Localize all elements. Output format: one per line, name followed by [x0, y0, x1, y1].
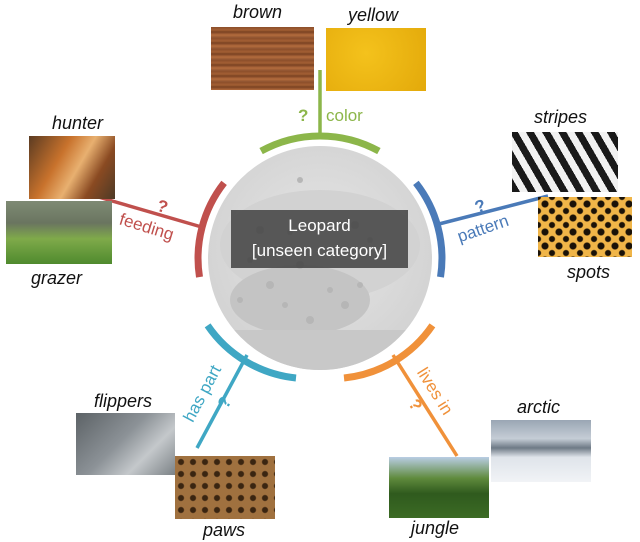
brown-texture-image — [211, 27, 314, 90]
zebra-stripes-image — [512, 132, 618, 192]
value-paws-label: paws — [203, 520, 246, 540]
arctic-image — [491, 420, 591, 482]
color-question: ? — [298, 106, 308, 125]
value-grazer-label: grazer — [31, 268, 83, 288]
value-arctic-label: arctic — [517, 397, 561, 417]
lives-in-label: lives in — [413, 364, 457, 418]
feeding-connector — [94, 194, 206, 230]
jungle-image — [389, 457, 489, 518]
feeding-label: feeding — [117, 210, 176, 244]
yellow-texture-image — [326, 28, 426, 91]
lives-in-question: ? — [404, 396, 426, 415]
value-spots-label: spots — [567, 262, 611, 282]
value-flippers-label: flippers — [94, 391, 153, 411]
has-part-arc — [204, 323, 297, 382]
value-jungle-label: jungle — [411, 518, 460, 538]
value-brown-label: brown — [233, 2, 283, 22]
center-caption: Leopard [unseen category] — [231, 210, 408, 268]
center-subtitle: [unseen category] — [251, 241, 388, 260]
pattern-arc — [413, 180, 446, 278]
has-part-connector — [195, 354, 249, 449]
value-hunter-label: hunter — [52, 113, 104, 133]
lives-in-connector — [391, 354, 459, 457]
grazing-ibex-image — [6, 201, 112, 264]
value-stripes-label: stripes — [534, 107, 588, 127]
lives-in-arc — [343, 323, 436, 382]
tiger-hunting-image — [29, 136, 115, 199]
seal-flipper-image — [76, 413, 175, 475]
color-label: color — [326, 106, 363, 125]
feeding-question: ? — [155, 196, 170, 217]
pattern-connector — [434, 194, 549, 227]
center-title: Leopard — [288, 216, 351, 235]
leopard-paws-image — [175, 456, 275, 519]
leopard-spots-image — [538, 197, 632, 257]
value-yellow-label: yellow — [348, 5, 399, 25]
